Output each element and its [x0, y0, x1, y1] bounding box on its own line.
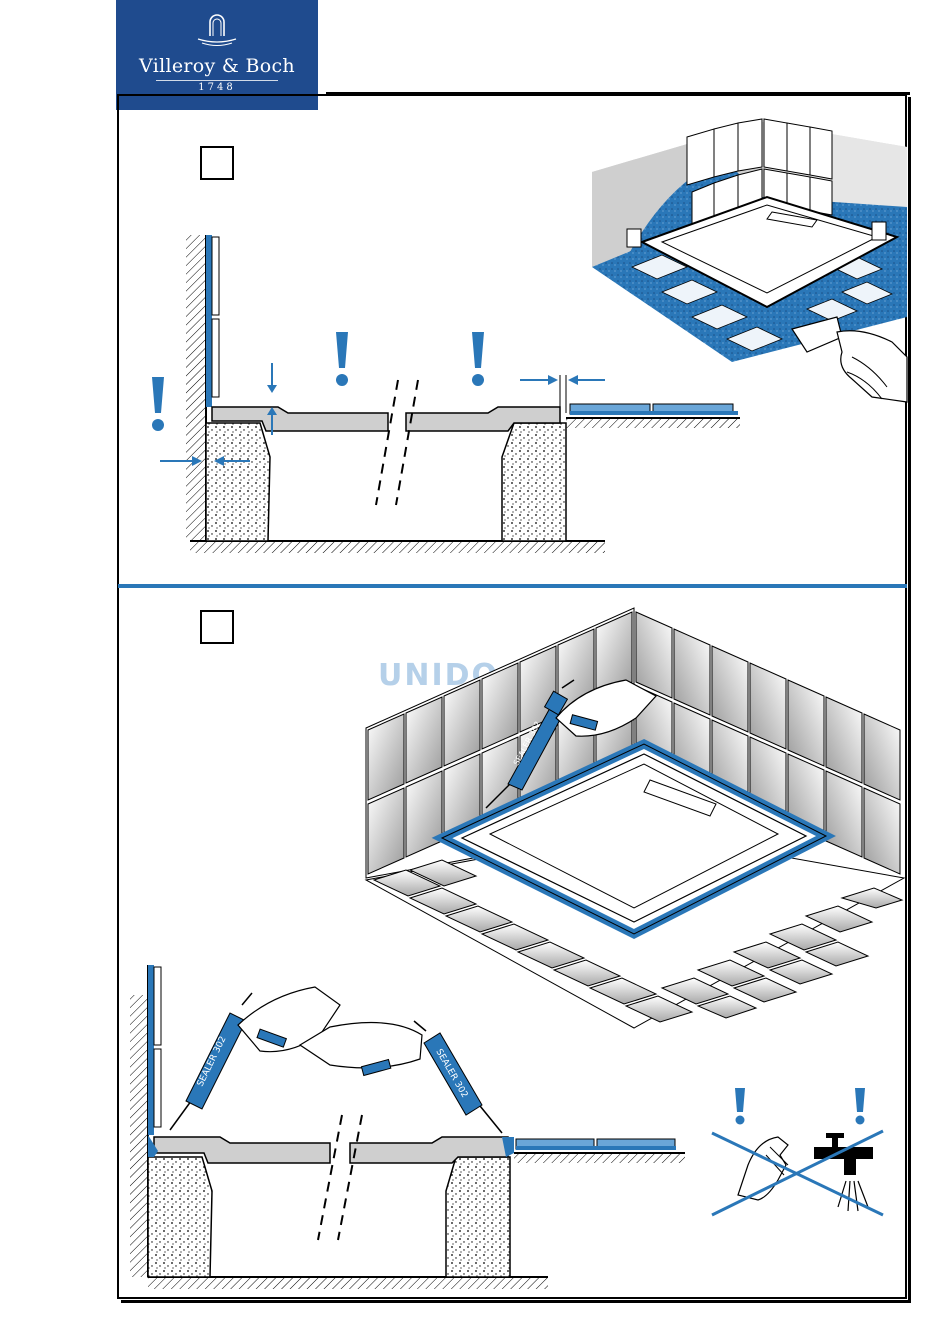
warning-icon	[468, 330, 488, 390]
sealant-gun-icon: SEALER 302	[170, 987, 340, 1130]
warning-icon	[852, 1086, 868, 1126]
section-divider	[118, 584, 907, 588]
no-touch-no-water-pictogram	[708, 1125, 893, 1225]
water-tap-icon	[814, 1133, 873, 1211]
brand-year: 1748	[116, 82, 318, 93]
warning-icon	[732, 1086, 748, 1126]
sealant-gun-icon: SEALER 302	[300, 1021, 502, 1133]
step-1-number-box	[200, 146, 234, 180]
step-1-tray-perspective	[592, 117, 907, 407]
step-2-section-diagram: SEALER 302 SEALER 302	[130, 965, 690, 1295]
cross-icon	[712, 1131, 883, 1215]
warning-icon	[148, 375, 168, 435]
step-2-number-box	[200, 610, 234, 644]
logo-tap-icon	[194, 8, 240, 50]
warning-icon	[332, 330, 352, 390]
brand-name: Villeroy & Boch	[116, 55, 318, 77]
logo-rule	[156, 80, 278, 81]
